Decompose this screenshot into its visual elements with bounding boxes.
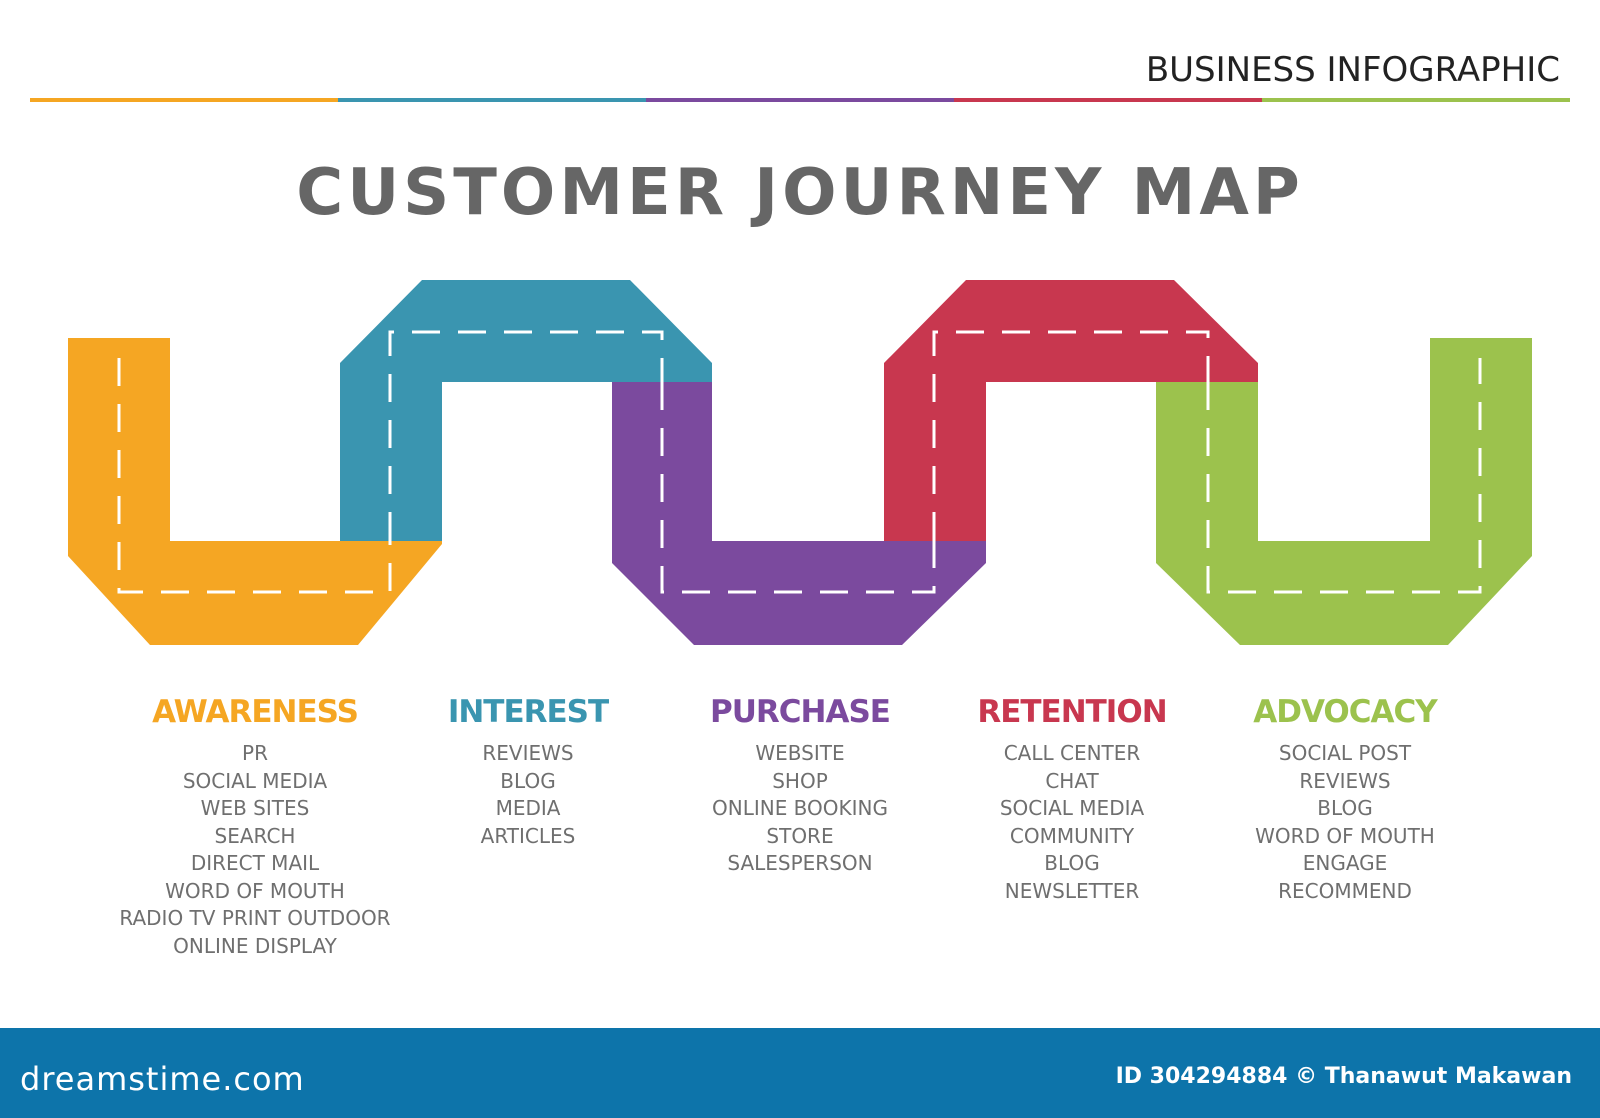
stage-item: ENGAGE [1302, 851, 1388, 875]
rule-segment-5 [1262, 98, 1570, 102]
header-title: BUSINESS INFOGRAPHIC [1145, 50, 1560, 90]
stage-item: CALL CENTER [1003, 741, 1141, 765]
stage-item: SEARCH [214, 823, 296, 848]
stage-purchase: PURCHASE WEBSITE SHOP ONLINE BOOKING STORE S… [650, 694, 950, 878]
lane-awareness [117, 358, 392, 594]
stage-item: RADIO TV PRINT OUTDOOR [119, 906, 391, 930]
stage-item-list: PR SOCIAL MEDIA WEB SITES SEARCH DIRECT MAIL… [105, 740, 405, 960]
stage-item: SHOP [772, 768, 828, 793]
stage-interest: INTEREST REVIEWS BLOG MEDIA ARTICLES [378, 694, 678, 850]
stage-item: STORE [766, 823, 834, 848]
stage-item-list: REVIEWS BLOG MEDIA ARTICLES [378, 740, 678, 850]
footer-bar: dreamstime.com ID 304294884 © Thanawut M… [0, 1028, 1600, 1118]
stage-item: SALESPERSON [727, 851, 873, 875]
stage-item: WEBSITE [755, 741, 845, 765]
road-interest [340, 280, 712, 541]
lane-markings [117, 330, 1482, 594]
stage-item: ARTICLES [480, 823, 576, 848]
stage-item: ONLINE DISPLAY [173, 933, 337, 958]
stage-title: INTEREST [447, 694, 609, 730]
stage-item: BLOG [1317, 796, 1373, 820]
rule-segment-2 [338, 98, 646, 102]
road-advocacy [1156, 338, 1532, 645]
image-credit: ID 304294884 © Thanawut Makawan [1115, 1064, 1572, 1089]
stage-item: SOCIAL POST [1278, 741, 1412, 765]
road-awareness [68, 338, 442, 645]
road-retention [884, 280, 1258, 541]
stage-item: WEB SITES [200, 796, 310, 820]
stage-retention: RETENTION CALL CENTER CHAT SOCIAL MEDIA COM… [922, 694, 1222, 905]
rule-segment-1 [30, 98, 338, 102]
stage-item: CHAT [1045, 768, 1099, 793]
lane-interest [388, 330, 664, 540]
stage-title: ADVOCACY [1253, 694, 1437, 730]
rule-segment-3 [646, 98, 954, 102]
stage-item: WORD OF MOUTH [165, 878, 345, 903]
lane-purchase [660, 382, 936, 594]
stage-item: COMMUNITY [1009, 823, 1135, 848]
stage-item: SOCIAL MEDIA [999, 796, 1145, 820]
stage-title: RETENTION [977, 694, 1167, 730]
stage-item: REVIEWS [1299, 768, 1391, 793]
stage-item-list: WEBSITE SHOP ONLINE BOOKING STORE SALESPERSO… [650, 740, 950, 878]
stage-item: BLOG [1044, 851, 1100, 875]
stage-title: AWARENESS [152, 694, 359, 730]
stage-item-list: SOCIAL POST REVIEWS BLOG WORD OF MOUTH ENGAG… [1195, 740, 1495, 905]
stage-item: DIRECT MAIL [190, 851, 320, 875]
stage-item: PR [242, 741, 268, 765]
stage-item: WORD OF MOUTH [1255, 823, 1435, 848]
stage-item: SOCIAL MEDIA [182, 768, 328, 793]
lane-retention [932, 330, 1210, 540]
page-title: CUSTOMER JOURNEY MAP [296, 156, 1304, 230]
dreamstime-logo: dreamstime.com [20, 1060, 305, 1098]
stage-item: RECOMMEND [1278, 878, 1412, 903]
road-purchase [612, 382, 986, 645]
lane-advocacy [1206, 358, 1482, 594]
stage-item: ONLINE BOOKING [711, 796, 889, 820]
stage-item-list: CALL CENTER CHAT SOCIAL MEDIA COMMUNITY BLOG… [922, 740, 1222, 905]
stage-item: MEDIA [495, 796, 561, 820]
rule-segment-4 [954, 98, 1262, 102]
stage-awareness: AWARENESS PR SOCIAL MEDIA WEB SITES SEARCH D… [105, 694, 405, 960]
header-color-rule [30, 98, 1570, 102]
stage-advocacy: ADVOCACY SOCIAL POST REVIEWS BLOG WORD OF M… [1195, 694, 1495, 905]
stage-item: BLOG [500, 768, 556, 793]
stage-item: REVIEWS [482, 741, 574, 765]
stage-title: PURCHASE [710, 694, 891, 730]
stage-item: NEWSLETTER [1004, 878, 1140, 903]
